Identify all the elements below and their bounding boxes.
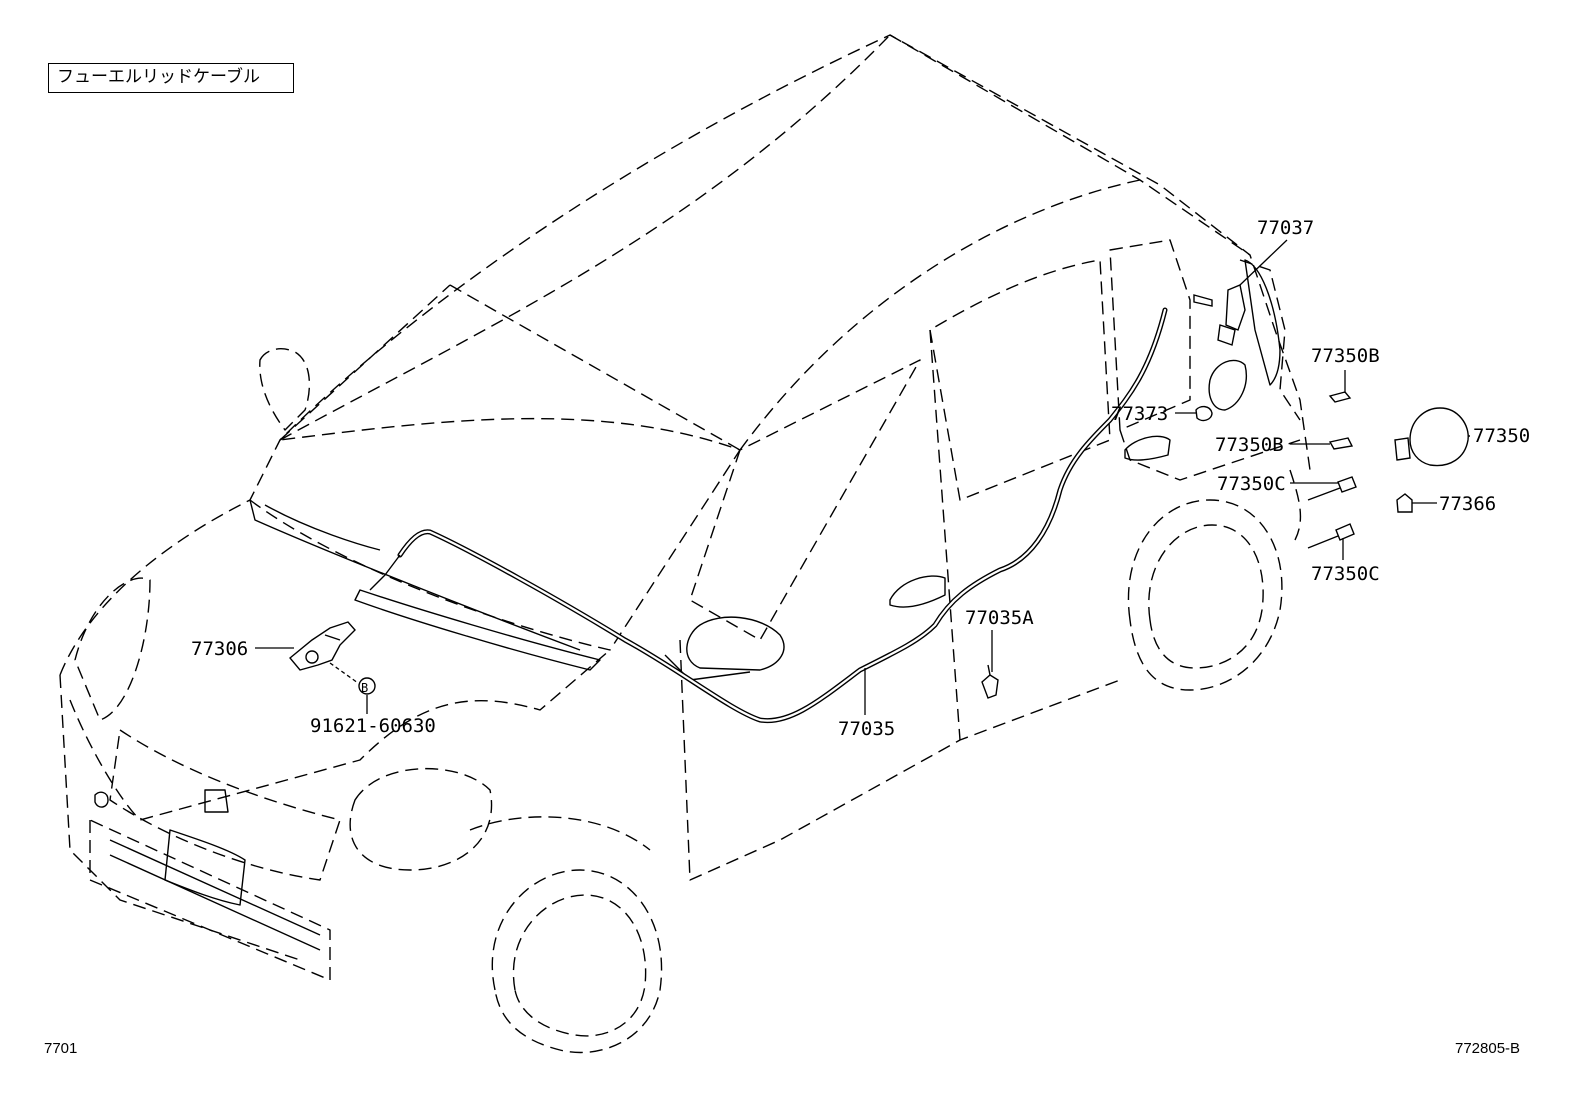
callout-77350b-mid: 77350B: [1215, 434, 1284, 456]
leader-lines: [255, 239, 1470, 715]
callout-77350c-top: 77350C: [1217, 473, 1286, 495]
fuel-lid-77350: [1394, 407, 1469, 467]
bolt-marker-b: B: [358, 677, 376, 695]
footer-right-code: 772805-B: [1455, 1040, 1521, 1057]
car-body-outline: [59, 34, 1311, 1054]
callout-77350b-top: 77350B: [1311, 345, 1380, 367]
callout-labels: 77037 77350B 77373 77350B 77350 77350C 7…: [191, 217, 1530, 740]
fuel-lid-opener-77306: [289, 621, 356, 671]
cable-clamp-77035a: [981, 664, 999, 699]
pin-77350c-top: [1307, 476, 1357, 501]
bumper-77366: [1396, 493, 1413, 513]
footer-left-code: 7701: [44, 1040, 78, 1057]
spring-77373: [1195, 405, 1213, 422]
svg-text:B: B: [361, 681, 368, 695]
callout-77350: 77350: [1473, 425, 1530, 447]
callout-77350c-bottom: 77350C: [1311, 563, 1380, 585]
callout-77373: 77373: [1111, 403, 1168, 425]
callout-77306: 77306: [191, 638, 248, 660]
fuel-lid-lock-77037: [1193, 284, 1246, 346]
callout-77035: 77035: [838, 718, 895, 740]
car-solid-details: [94, 259, 1281, 951]
callout-77366: 77366: [1439, 493, 1496, 515]
grommet-77350b-mid: [1328, 437, 1354, 450]
grommet-77350b-top: [1328, 391, 1352, 403]
fuel-lid-cable-77035: [369, 307, 1168, 724]
pin-77350c-bottom: [1307, 523, 1355, 549]
diagram-title: フューエルリッドケーブル: [48, 63, 294, 93]
callout-77037: 77037: [1257, 217, 1314, 239]
callout-77035a: 77035A: [965, 607, 1034, 629]
callout-91621-60630: 91621-60630: [310, 715, 436, 737]
